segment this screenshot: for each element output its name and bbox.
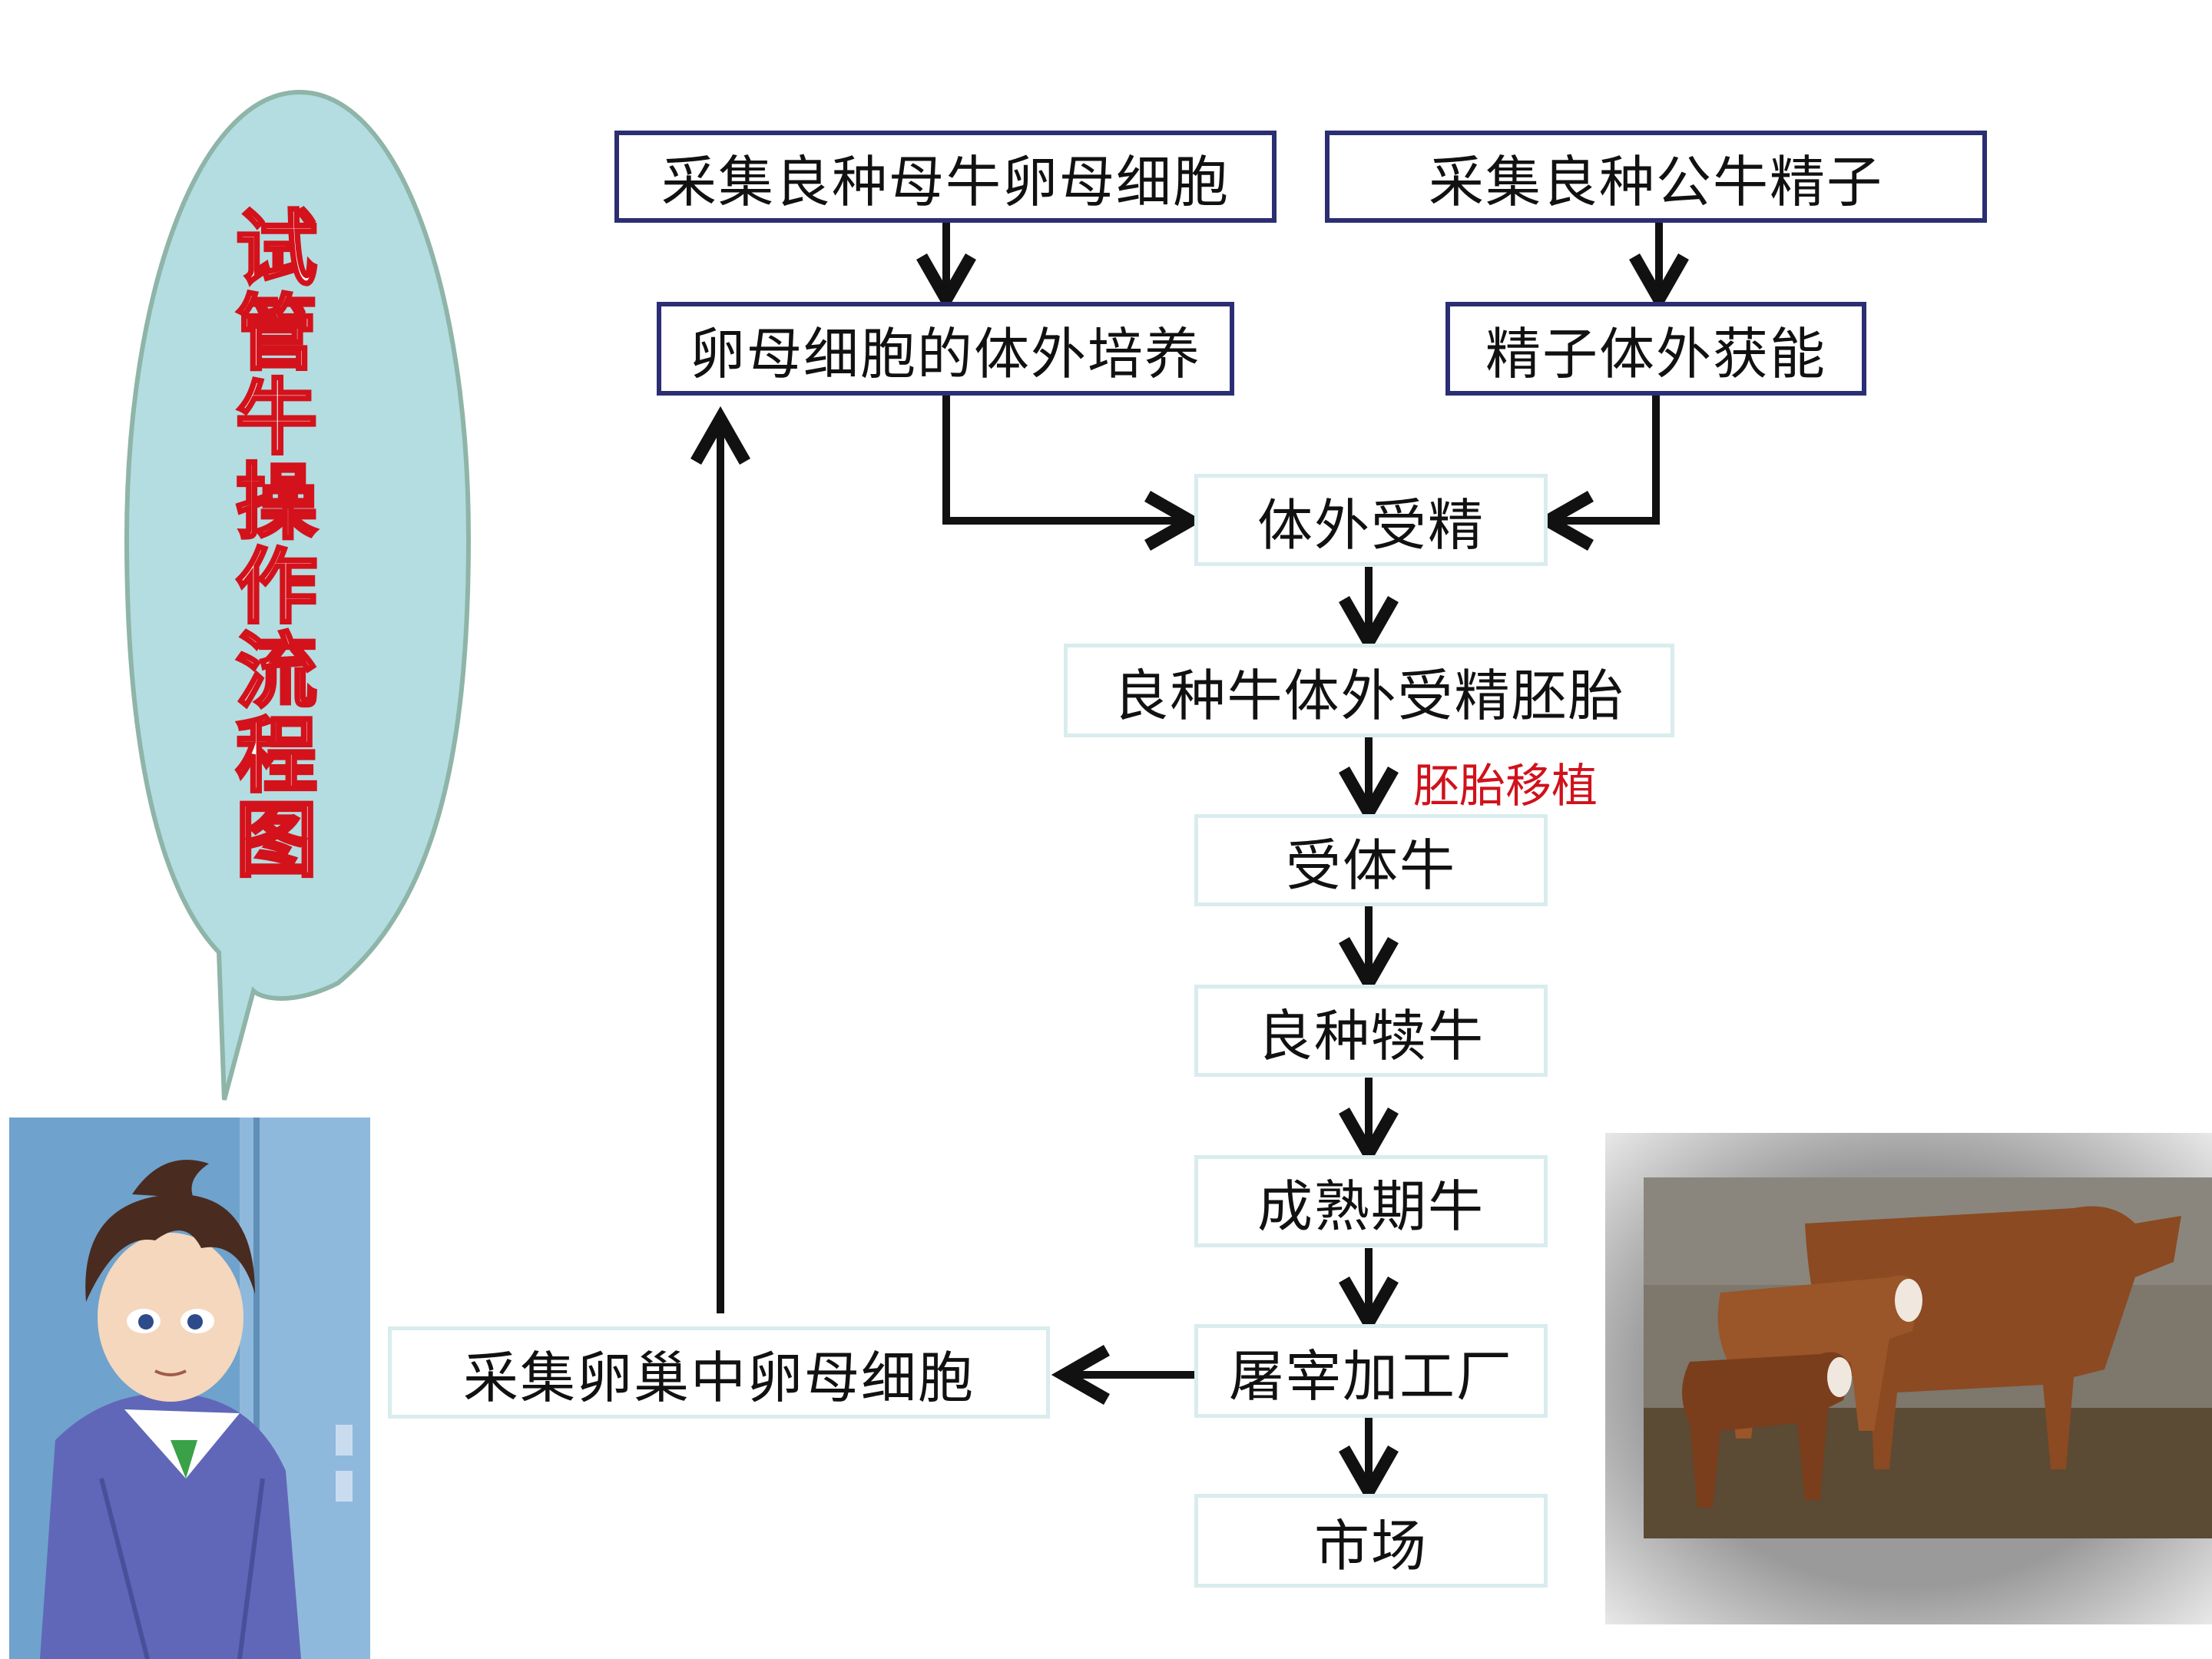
vertical-title: 试 管 牛 操 作 流 程 图 bbox=[223, 202, 330, 888]
node-sperm-capacitation: 精子体外获能 bbox=[1445, 302, 1866, 396]
node-calf: 良种犊牛 bbox=[1194, 985, 1548, 1077]
node-embryo: 良种牛体外受精胚胎 bbox=[1064, 644, 1674, 737]
title-char: 流 bbox=[234, 624, 319, 719]
node-egg-culture: 卵母细胞的体外培养 bbox=[657, 302, 1234, 396]
title-char: 作 bbox=[234, 540, 319, 634]
node-market: 市场 bbox=[1194, 1494, 1548, 1588]
title-char: 图 bbox=[234, 793, 319, 888]
node-slaughter: 屠宰加工厂 bbox=[1194, 1324, 1548, 1418]
cattle-photo bbox=[1644, 1177, 2212, 1538]
arrow-capacitation-to-ivf bbox=[1548, 396, 1660, 521]
title-char: 操 bbox=[234, 455, 319, 550]
arrow-culture-to-ivf bbox=[942, 396, 1190, 521]
node-label: 受体牛 bbox=[1285, 833, 1456, 898]
node-label: 采集良种母牛卵母细胞 bbox=[661, 149, 1230, 214]
cattle-photo-frame bbox=[1605, 1133, 2212, 1624]
node-label: 市场 bbox=[1313, 1513, 1428, 1578]
node-label: 成熟期牛 bbox=[1257, 1174, 1485, 1239]
node-collect-sperm: 采集良种公牛精子 bbox=[1325, 131, 1987, 223]
node-label: 体外受精 bbox=[1257, 492, 1485, 558]
node-label: 精子体外获能 bbox=[1485, 321, 1826, 386]
node-collect-egg: 采集良种母牛卵母细胞 bbox=[614, 131, 1277, 223]
node-label: 卵母细胞的体外培养 bbox=[689, 321, 1201, 386]
title-char: 牛 bbox=[234, 371, 319, 465]
title-char: 管 bbox=[234, 286, 319, 381]
edge-label-embryo-transfer: 胚胎移植 bbox=[1413, 760, 1598, 813]
node-label: 良种犊牛 bbox=[1257, 1003, 1485, 1068]
node-mature: 成熟期牛 bbox=[1194, 1155, 1548, 1247]
node-label: 屠宰加工厂 bbox=[1228, 1343, 1513, 1409]
title-char: 程 bbox=[234, 709, 319, 803]
node-ovary-egg: 采集卵巢中卵母细胞 bbox=[388, 1326, 1050, 1419]
node-label: 采集卵巢中卵母细胞 bbox=[462, 1345, 975, 1410]
cartoon-character-image bbox=[9, 1118, 370, 1659]
node-label: 良种牛体外受精胚胎 bbox=[1113, 663, 1625, 728]
title-char: 试 bbox=[234, 202, 319, 296]
node-label: 采集良种公牛精子 bbox=[1428, 149, 1883, 214]
node-recipient: 受体牛 bbox=[1194, 814, 1548, 906]
speech-bubble-shape bbox=[124, 89, 472, 1101]
node-ivf: 体外受精 bbox=[1194, 474, 1548, 566]
